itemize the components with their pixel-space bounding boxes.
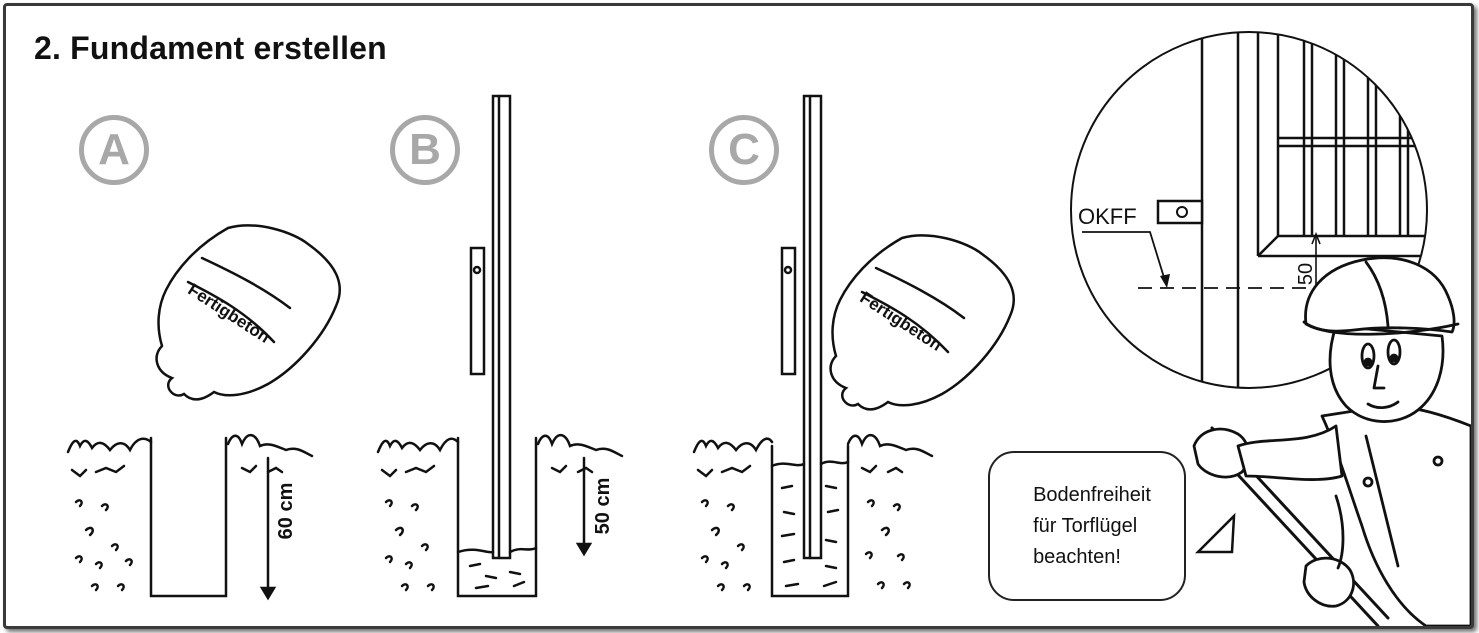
illustration: Fertigbeton 60 cm (66, 31, 1471, 626)
depth-label-a: 60 cm (275, 483, 297, 540)
spirit-level-b-icon (469, 246, 486, 376)
clearance-label: 50 (1295, 263, 1317, 285)
speech-line-2: für Torflügel (1033, 514, 1138, 537)
concrete-bag-c-icon (829, 234, 1015, 411)
step-c-badge: C (709, 115, 779, 185)
step-a-badge: A (79, 115, 149, 185)
page-title: 2. Fundament erstellen (34, 30, 387, 66)
soil-pebbles-c (700, 499, 911, 592)
trench-a-outline (149, 436, 228, 598)
scene-a: Fertigbeton (66, 224, 341, 601)
trench-b-outline (456, 436, 538, 598)
okff-leader (1082, 231, 1167, 285)
fence-post-b (491, 94, 512, 560)
soil-pebbles-a (74, 499, 133, 592)
soil-pebbles-b (384, 499, 435, 592)
speech-line-1: Bodenfreiheit (1033, 483, 1151, 506)
scene-b (376, 94, 624, 598)
fence-post-c (802, 94, 823, 560)
grass-right-b (536, 434, 624, 458)
speech-line-3: beachten! (1033, 545, 1121, 568)
instruction-panel: 2. Fundament erstellen A B C Fertigbeton (3, 3, 1474, 629)
grass-right-a (226, 434, 314, 458)
step-b-badge: B (390, 115, 460, 185)
speech-bubble: Bodenfreiheit für Torflügel beachten! (988, 451, 1186, 601)
scene-c (692, 94, 1015, 598)
grass-left-b (376, 437, 460, 454)
worker-figure-icon (1192, 256, 1471, 626)
grass-right-c (846, 434, 934, 458)
bag-label-a: Fertigbeton (185, 280, 274, 347)
concrete-bag-a-icon (155, 224, 341, 401)
grass-left-c (692, 437, 774, 454)
hinge-icon (1156, 199, 1204, 225)
depth-label-b: 50 cm (592, 478, 614, 535)
trench-c-outline (770, 444, 850, 598)
grass-left-a (66, 437, 153, 454)
okff-label: OKFF (1078, 204, 1137, 229)
spirit-level-c-icon (780, 246, 797, 376)
